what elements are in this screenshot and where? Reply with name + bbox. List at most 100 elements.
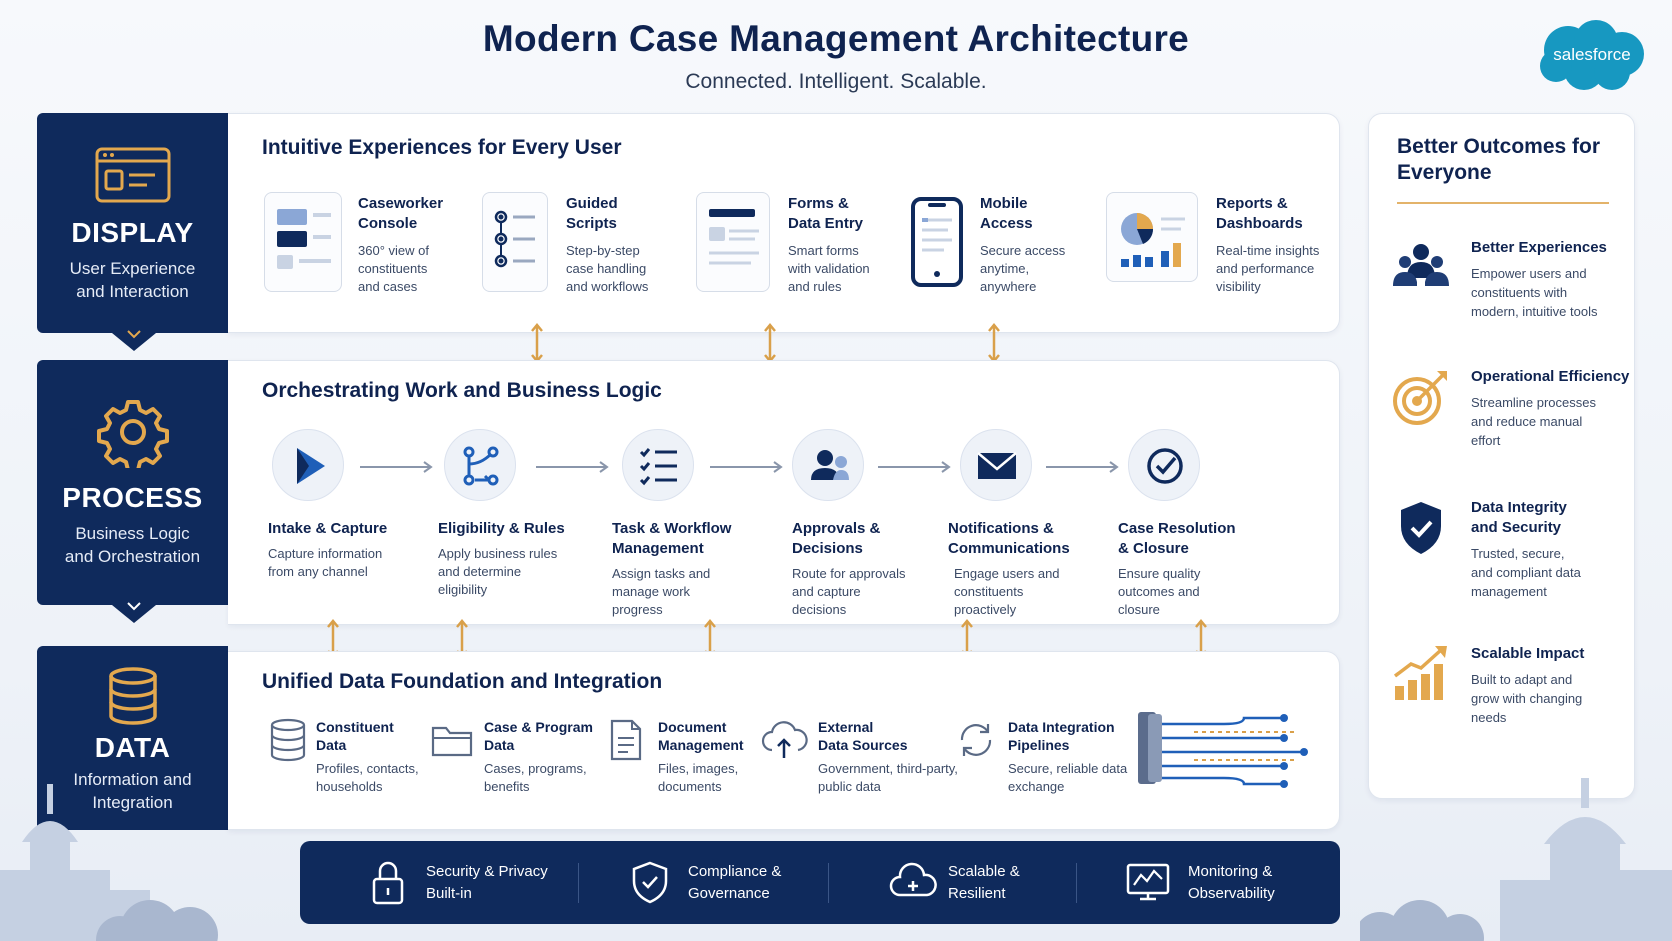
footer-item-scalable: Scalable &Resilient xyxy=(888,841,1088,924)
data-layer-caption: Information and Integration xyxy=(37,768,228,814)
chevron-down-icon xyxy=(127,330,141,339)
outcomes-divider xyxy=(1397,202,1609,204)
flow-arrow-icon xyxy=(536,461,609,473)
page-subtitle: Connected. Intelligent. Scalable. xyxy=(685,70,987,93)
chevron-down-icon xyxy=(127,602,141,611)
folder-icon xyxy=(431,726,473,757)
people-group-icon xyxy=(1393,244,1449,286)
display-layer-name: DISPLAY xyxy=(71,217,194,248)
footer-item-label: Compliance &Governance xyxy=(688,863,782,902)
data-item-desc: Government, third-party,public data xyxy=(818,761,958,794)
footer-separator xyxy=(578,863,579,903)
display-item-title: Forms &Data Entry xyxy=(788,195,864,232)
flow-arrow-icon xyxy=(1046,461,1119,473)
database-icon xyxy=(270,718,306,762)
approvers-icon xyxy=(792,429,864,501)
database-icon xyxy=(108,667,157,725)
process-caption-line-2: and Orchestration xyxy=(64,547,201,566)
monitor-chart-icon xyxy=(1126,863,1170,901)
outcome-heading: Better Experiences xyxy=(1471,239,1607,256)
target-icon xyxy=(1393,371,1447,425)
envelope-icon xyxy=(960,429,1032,501)
form-icon xyxy=(696,192,770,292)
play-icon xyxy=(272,429,344,501)
mobile-phone-icon xyxy=(911,197,963,287)
data-pipeline-illustration xyxy=(1138,712,1308,788)
flow-arrow-icon xyxy=(360,461,433,473)
process-caption-line-1: Business Logic xyxy=(75,524,190,543)
header: Modern Case Management Architecture Conn… xyxy=(0,18,1672,94)
display-panel-title: Intuitive Experiences for Every User xyxy=(262,136,622,159)
flow-arrow-icon xyxy=(878,461,951,473)
gear-icon xyxy=(96,400,169,468)
footer-item-label: Monitoring &Observability xyxy=(1188,863,1275,902)
task-list-icon xyxy=(622,429,694,501)
process-layer-name: PROCESS xyxy=(62,482,203,513)
outcome-heading: Scalable Impact xyxy=(1471,645,1585,662)
display-layer-caption: User Experience and Interaction xyxy=(37,257,228,303)
footer-item-monitoring: Monitoring &Observability xyxy=(1124,841,1324,924)
display-caption-line-2: and Interaction xyxy=(76,282,189,301)
sync-icon xyxy=(960,724,992,756)
cloud-plus-icon xyxy=(889,862,937,897)
process-layer-badge: PROCESS Business Logic and Orchestration xyxy=(37,360,228,605)
display-layer-notch xyxy=(112,333,156,351)
console-icon xyxy=(264,192,342,292)
data-caption-line-1: Information and xyxy=(73,770,192,789)
outcome-heading: Operational Efficiency xyxy=(1471,368,1630,385)
process-layer-caption: Business Logic and Orchestration xyxy=(37,522,228,568)
two-way-connector-icon xyxy=(531,323,543,363)
footer-item-compliance: Compliance &Governance xyxy=(628,841,828,924)
display-layer-badge: DISPLAY User Experience and Interaction xyxy=(37,113,228,333)
two-way-connector-icon xyxy=(764,323,776,363)
browser-window-icon xyxy=(95,147,170,203)
process-panel: Orchestrating Work and Business Logic In… xyxy=(228,360,1340,625)
data-item-desc: Profiles, contacts,households xyxy=(316,761,419,794)
process-layer-notch xyxy=(112,605,156,623)
flow-arrow-icon xyxy=(710,461,783,473)
two-way-connector-icon xyxy=(988,323,1000,363)
data-layer-badge: DATA Information and Integration xyxy=(37,646,228,830)
display-item-title: Reports &Dashboards xyxy=(1216,195,1303,232)
process-panel-title: Orchestrating Work and Business Logic xyxy=(262,379,662,402)
salesforce-cloud-icon xyxy=(1540,20,1644,90)
data-item-desc: Files, images,documents xyxy=(658,761,739,794)
shield-check-icon xyxy=(632,861,668,904)
footer-separator xyxy=(1076,863,1077,903)
process-step-title: Notifications &Communications xyxy=(948,520,1070,557)
cloud-upload-icon xyxy=(761,721,808,758)
outcomes-title: Better Outcomes for Everyone xyxy=(1397,135,1601,184)
process-step-title: Approvals &Decisions xyxy=(792,520,881,557)
dashboard-chart-icon xyxy=(1106,192,1198,282)
outcomes-panel: Better Outcomes for Everyone Better Expe… xyxy=(1368,113,1635,799)
brand-name: salesforce xyxy=(1553,45,1631,64)
process-step-title: Eligibility & Rules xyxy=(438,520,565,537)
page-title: Modern Case Management Architecture xyxy=(482,18,1190,59)
checklist-icon xyxy=(482,192,548,292)
branching-rules-icon xyxy=(444,429,516,501)
document-icon xyxy=(610,719,642,761)
